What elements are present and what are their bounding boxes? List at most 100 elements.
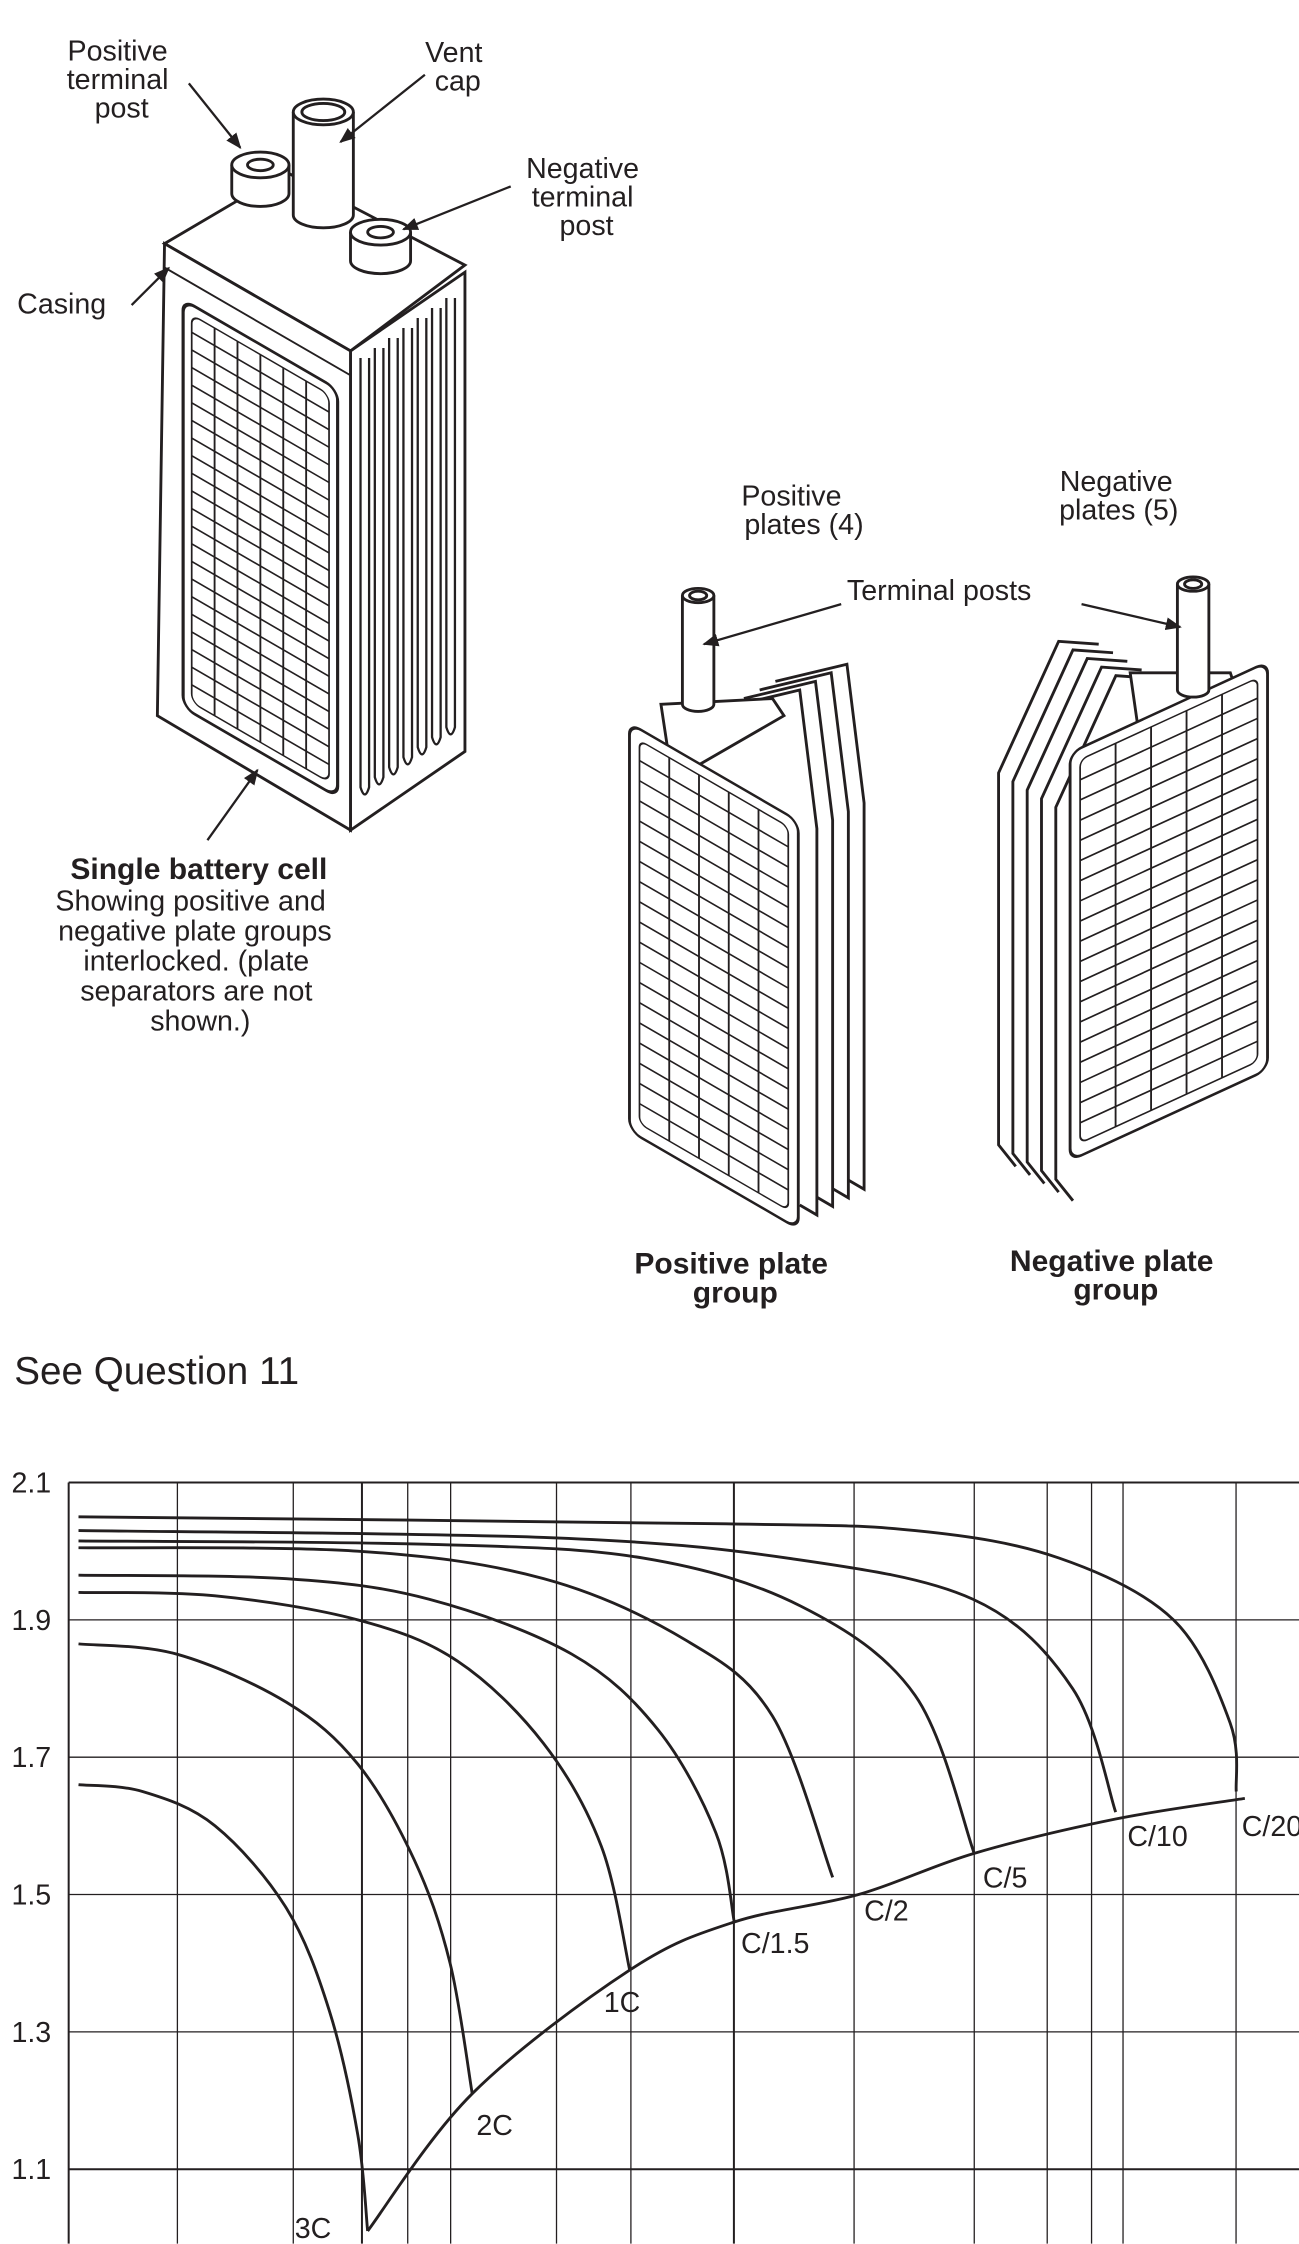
y-tick-label: 1.5	[11, 1880, 51, 1912]
vent-cap-arrow	[339, 73, 426, 144]
grid-bar	[1080, 717, 1258, 801]
grid-bar	[191, 595, 330, 678]
y-tick-label: 1.9	[11, 1605, 51, 1637]
grid-bar	[191, 366, 330, 449]
negative-terminal-label: Negative terminal post	[526, 153, 647, 242]
negative-plate-group-caption: Negative plate group	[1010, 1245, 1222, 1307]
negative-terminal-post	[1175, 575, 1211, 699]
grid-bar	[1080, 757, 1258, 842]
casing-label: Casing	[17, 289, 106, 321]
curve-label-c-10: C/10	[1127, 1821, 1187, 1853]
grid-bar	[1080, 777, 1258, 862]
cell-caption-text: Showing positive and negative plate grou…	[55, 885, 339, 1037]
positive-plate-group-illustration	[628, 586, 866, 1226]
negative-plates-label: Negative plates (5)	[1059, 466, 1181, 527]
discharge-curve-c-10	[78, 1529, 1118, 1813]
y-axis-ticks: 2.1 1.9 1.7 1.5 1.3 1.1	[11, 1468, 51, 2187]
positive-plate-group-caption: Positive plate group	[634, 1248, 836, 1310]
grid-bar	[191, 648, 330, 731]
grid-bar	[1080, 939, 1258, 1023]
grid-bar	[639, 880, 789, 969]
positive-terminal-arrow	[187, 82, 242, 150]
terminal-posts-label: Terminal posts	[847, 575, 1031, 607]
grid-bar	[191, 401, 330, 484]
curve-labels: 3C 2C 1C C/1.5 C/2 C/5 C/10 C/20	[295, 1811, 1299, 2244]
grid-bar	[191, 419, 330, 502]
grid-bar	[191, 631, 330, 713]
curve-label-c-2: C/2	[864, 1895, 909, 1927]
grid-bar	[639, 759, 789, 848]
grid-bar	[191, 683, 330, 766]
side-plate	[359, 358, 371, 796]
y-tick-label: 1.3	[11, 2017, 51, 2049]
curve-label-c-5: C/5	[983, 1862, 1028, 1894]
grid-bar	[639, 1082, 789, 1171]
grid-bar	[639, 860, 789, 949]
chart-curves	[78, 1515, 1246, 2232]
grid-bar	[191, 454, 330, 537]
grid-bar	[191, 331, 330, 413]
grid-bar	[1080, 798, 1258, 882]
side-plate	[373, 348, 385, 786]
grid-bar	[191, 525, 330, 607]
curve-label-1c: 1C	[604, 1987, 641, 2019]
curve-label-3c: 3C	[295, 2213, 332, 2244]
y-tick-label: 1.7	[11, 1742, 51, 1774]
grid-bar	[639, 800, 789, 889]
discharge-curve-2c	[78, 1642, 474, 2094]
grid-bar	[639, 1021, 789, 1111]
grid-bar	[191, 507, 330, 590]
grid-bar	[639, 820, 789, 909]
discharge-curve-c-20	[78, 1515, 1239, 1792]
grid-bar	[1080, 818, 1258, 902]
grid-bar	[191, 666, 330, 748]
grid-bar	[1080, 878, 1258, 963]
vent-cap-label: Vent cap	[425, 37, 490, 98]
negative-terminal-post	[349, 217, 413, 276]
grid-bar	[639, 1001, 789, 1090]
curve-label-c-20: C/20	[1242, 1811, 1299, 1843]
grid-bar	[1080, 999, 1258, 1084]
grid-bar	[1080, 737, 1258, 822]
discharge-curve-c-1-5	[78, 1573, 736, 1923]
grid-bar	[639, 840, 789, 929]
cell-bottom-arrow	[206, 768, 259, 841]
positive-terminal-post	[680, 586, 716, 713]
grid-bar	[1080, 858, 1258, 943]
terminal-posts-arrow-right	[1081, 603, 1182, 630]
grid-bar	[191, 437, 330, 519]
negative-plate-group-illustration	[997, 575, 1269, 1202]
discharge-curve-c-2	[78, 1546, 835, 1878]
grid-bar	[1080, 959, 1258, 1044]
side-plate	[430, 307, 442, 746]
positive-plates-label: Positive plates (4)	[741, 480, 863, 541]
question-reference: See Question 11	[14, 1350, 299, 1393]
grid-bar	[639, 961, 789, 1050]
curve-label-2c: 2C	[476, 2110, 513, 2142]
grid-bar	[191, 578, 330, 660]
grid-bar	[639, 921, 789, 1010]
cell-plate-grid	[164, 242, 351, 795]
battery-cell-illustration	[130, 73, 512, 841]
curve-label-c-1-5: C/1.5	[741, 1928, 809, 1960]
y-tick-label: 2.1	[11, 1468, 51, 1500]
grid-bar	[639, 1102, 789, 1191]
grid-bar	[191, 560, 330, 643]
side-plate	[402, 328, 414, 766]
grid-bar	[1080, 899, 1258, 983]
terminal-posts-arrow-left	[702, 603, 842, 647]
grid-bar	[191, 542, 330, 625]
y-tick-label: 1.1	[11, 2154, 51, 2186]
discharge-curve-c-5	[78, 1539, 976, 1854]
grid-bar	[639, 900, 789, 990]
grid-bar	[191, 384, 330, 466]
positive-terminal-label: Positive terminal post	[67, 35, 177, 124]
grid-bar	[1080, 838, 1258, 922]
cell-caption-title: Single battery cell	[70, 853, 327, 886]
discharge-chart: 2.1 1.9 1.7 1.5 1.3 1.1 3C 2C 1C C/1.5 C/2 C/…	[11, 1468, 1299, 2244]
grid-bar	[191, 613, 330, 695]
side-plate	[416, 317, 428, 756]
grid-bar	[191, 349, 330, 431]
discharge-curve-3c	[78, 1783, 370, 2232]
